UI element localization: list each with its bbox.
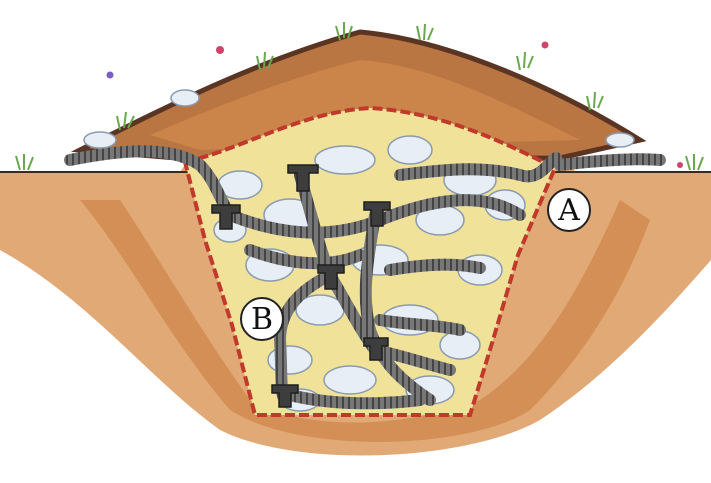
flower-icon [107,72,114,79]
pipe [560,159,660,165]
rock-icon [84,132,116,148]
rock-icon [171,90,199,106]
rock-icon [315,146,375,174]
grass-icon [517,52,533,70]
rock-icon [388,136,432,164]
grass-icon [16,154,33,170]
pipe [390,265,480,270]
flower-icon [216,46,224,54]
rock-icon [324,366,376,394]
label-b: B [240,297,284,341]
flower-icon [542,42,549,49]
grass-icon [587,92,603,110]
label-a: A [547,188,591,232]
grass-icon [686,154,703,170]
rock-icon [606,133,634,147]
grass-icon [417,24,433,40]
flower-icon [677,162,683,168]
